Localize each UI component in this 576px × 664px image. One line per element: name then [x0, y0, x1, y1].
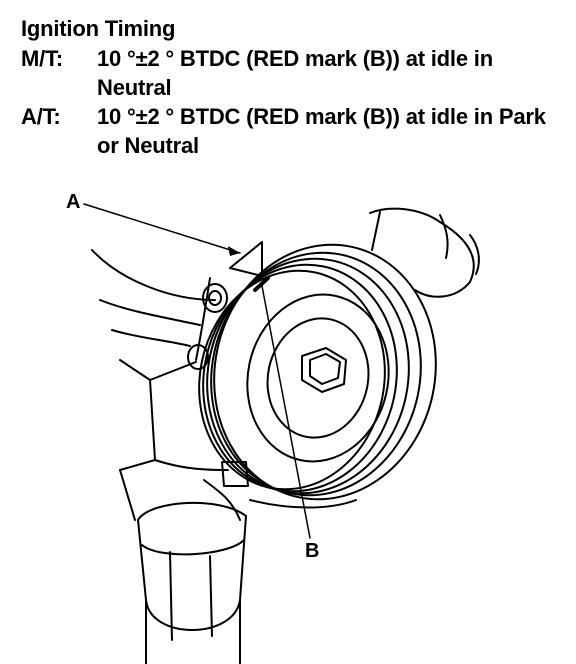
spec-value-mt: 10 °±2 ° BTDC (RED mark (B)) at idle in …: [97, 46, 493, 100]
pulley-center-bolt-shape: [301, 347, 347, 393]
crankshaft-pulley-shape: [198, 243, 437, 501]
spec-value-at: 10 °±2 ° BTDC (RED mark (B)) at idle in …: [97, 104, 546, 158]
spec-row-mt: M/T: 10 °±2 ° BTDC (RED mark (B)) at idl…: [21, 44, 561, 102]
callout-a-label: A: [66, 191, 81, 213]
block-bolt-shape: [187, 283, 228, 370]
oil-filter-shape: [137, 501, 247, 664]
spec-label-at: A/T:: [21, 104, 61, 129]
lower-bracket-shape: [203, 461, 249, 521]
callout-a-leader: [83, 203, 241, 256]
ignition-timing-spec: Ignition Timing M/T: 10 °±2 ° BTDC (RED …: [21, 14, 561, 160]
spec-row-at: A/T: 10 °±2 ° BTDC (RED mark (B)) at idl…: [21, 102, 561, 160]
pointer-a-triangle: [229, 241, 263, 277]
spec-label-mt: M/T:: [21, 46, 63, 71]
timing-mark-b: [253, 276, 311, 539]
engine-casing-shape: [91, 249, 229, 521]
crankshaft-pulley-illustration: [83, 203, 480, 664]
engine-block-shape: [369, 207, 480, 298]
lower-engine-arc-shape: [249, 499, 357, 509]
callout-b-label: B: [305, 540, 320, 562]
spec-title: Ignition Timing: [21, 16, 176, 41]
